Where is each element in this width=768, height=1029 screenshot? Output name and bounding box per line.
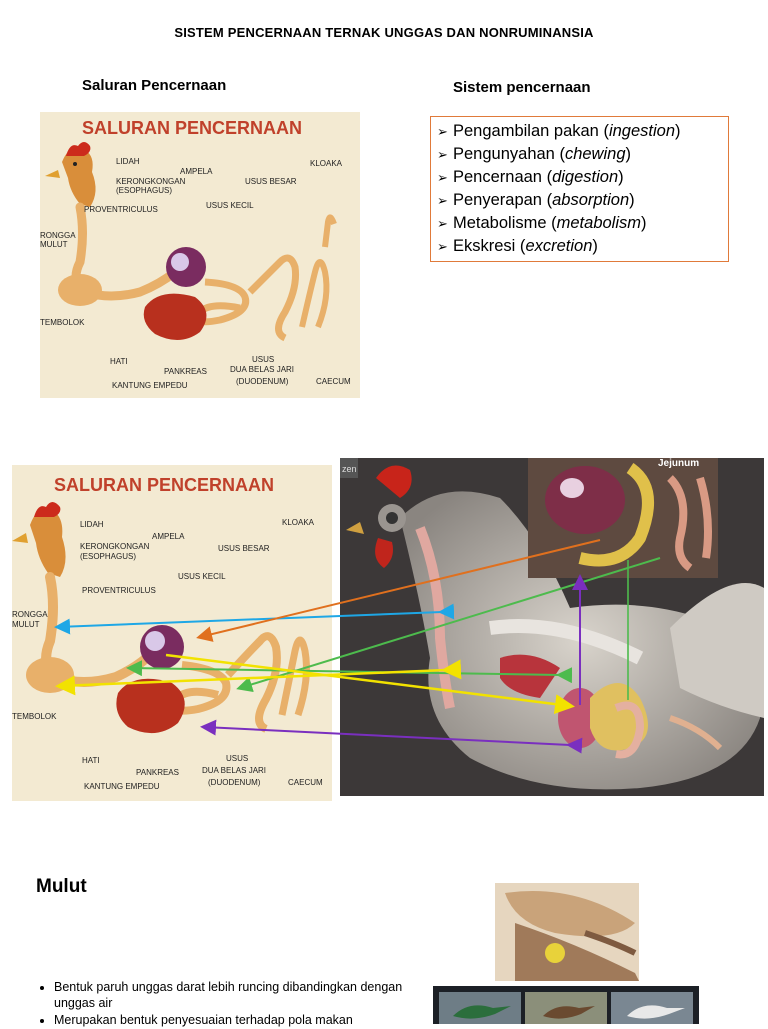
arrow-orange: [196, 539, 601, 642]
list-item: ➢Pengunyahan (chewing): [437, 143, 728, 166]
label-usus-besar: USUS BESAR: [245, 177, 297, 186]
waterfowl-photo-strip: [433, 986, 699, 1024]
label-proventriculus: PROVENTRICULUS: [84, 205, 158, 214]
sistem-heading: Sistem pencernaan: [453, 79, 591, 96]
label-kantung-empedu: KANTUNG EMPEDU: [84, 782, 160, 791]
label-kloaka: KLOAKA: [282, 518, 315, 527]
arrowhead-bullet-icon: ➢: [437, 170, 448, 185]
beak-anatomy-image: [495, 883, 639, 981]
arrowhead-bullet-icon: ➢: [437, 147, 448, 162]
arrow-blue: [54, 603, 455, 635]
label-dua-belas-jari: DUA BELAS JARI: [202, 766, 266, 775]
list-item: ➢Pengambilan pakan (ingestion): [437, 120, 728, 143]
digestion-steps-box: ➢Pengambilan pakan (ingestion) ➢Pengunya…: [430, 116, 729, 262]
list-item: ➢Pencernaan (digestion): [437, 166, 728, 189]
label-esophagus: (ESOPHAGUS): [116, 186, 172, 195]
digestive-tract-illustration: SALURAN PENCERNAAN LIDAH KERONGKONGAN (E…: [40, 118, 351, 390]
jejunum-tag: Jejunum: [658, 458, 699, 469]
label-tembolok: TEMBOLOK: [40, 318, 85, 327]
label-rongga: RONGGA: [40, 231, 76, 240]
arrowhead-bullet-icon: ➢: [437, 239, 448, 254]
label-duodenum: (DUODENUM): [208, 778, 261, 787]
digestion-steps-list: ➢Pengambilan pakan (ingestion) ➢Pengunya…: [437, 120, 728, 258]
label-lidah: LIDAH: [80, 520, 104, 529]
arrow-yellow-upper: [55, 659, 462, 696]
label-usus-kecil: USUS KECIL: [178, 572, 226, 581]
diagram-title: SALURAN PENCERNAAN: [82, 118, 302, 138]
label-usus-besar: USUS BESAR: [218, 544, 270, 553]
document-title: SISTEM PENCERNAAN TERNAK UNGGAS DAN NONR…: [174, 25, 594, 40]
label-lidah: LIDAH: [116, 157, 140, 166]
mulut-heading: Mulut: [36, 876, 87, 897]
label-kerongkongan: KERONGKONGAN: [80, 542, 150, 551]
label-pankreas: PANKREAS: [164, 367, 207, 376]
label-hati: HATI: [82, 756, 100, 765]
label-mulut: MULUT: [40, 240, 68, 249]
label-ampela: AMPELA: [152, 532, 185, 541]
arrowhead-bullet-icon: ➢: [437, 193, 448, 208]
label-rongga: RONGGA: [12, 610, 48, 619]
arrow-yellow-lower: [165, 653, 575, 715]
label-kloaka: KLOAKA: [310, 159, 343, 168]
label-tembolok: TEMBOLOK: [12, 712, 57, 721]
label-pankreas: PANKREAS: [136, 768, 179, 777]
mulut-bullets: Bentuk paruh unggas darat lebih runcing …: [36, 979, 431, 1029]
label-esophagus: (ESOPHAGUS): [80, 552, 136, 561]
arrowhead-bullet-icon: ➢: [437, 124, 448, 139]
list-item: ➢Ekskresi (excretion): [437, 235, 728, 258]
label-kerongkongan: KERONGKONGAN: [116, 177, 186, 186]
label-kantung-empedu: KANTUNG EMPEDU: [112, 381, 188, 390]
diagram-title: SALURAN PENCERNAAN: [54, 475, 274, 495]
label-caecum: CAECUM: [288, 778, 323, 787]
digestive-tract-diagram: SALURAN PENCERNAAN LIDAH KERONGKONGAN (E…: [40, 112, 360, 398]
arrow-green-upper: [236, 557, 661, 693]
chicken-head-illustration: [12, 502, 66, 577]
label-hati: HATI: [110, 357, 128, 366]
list-item: ➢Metabolisme (metabolism): [437, 212, 728, 235]
label-usus: USUS: [226, 754, 248, 763]
label-dua-belas-jari: DUA BELAS JARI: [230, 365, 294, 374]
list-item: ➢Penyerapan (absorption): [437, 189, 728, 212]
label-usus-kecil: USUS KECIL: [206, 201, 254, 210]
list-item: Bentuk paruh unggas darat lebih runcing …: [54, 979, 431, 1011]
label-mulut: MULUT: [12, 620, 40, 629]
label-ampela: AMPELA: [180, 167, 213, 176]
chicken-head-illustration: [45, 142, 96, 207]
saluran-heading: Saluran Pencernaan: [82, 77, 227, 94]
arrow-purple-lower: [200, 719, 583, 754]
arrowhead-bullet-icon: ➢: [437, 216, 448, 231]
list-item: Merupakan bentuk penyesuaian terhadap po…: [54, 1012, 431, 1028]
label-usus: USUS: [252, 355, 274, 364]
label-proventriculus: PROVENTRICULUS: [82, 586, 156, 595]
label-duodenum: (DUODENUM): [236, 377, 289, 386]
label-caecum: CAECUM: [316, 377, 351, 386]
corner-tag: zen: [342, 464, 357, 474]
